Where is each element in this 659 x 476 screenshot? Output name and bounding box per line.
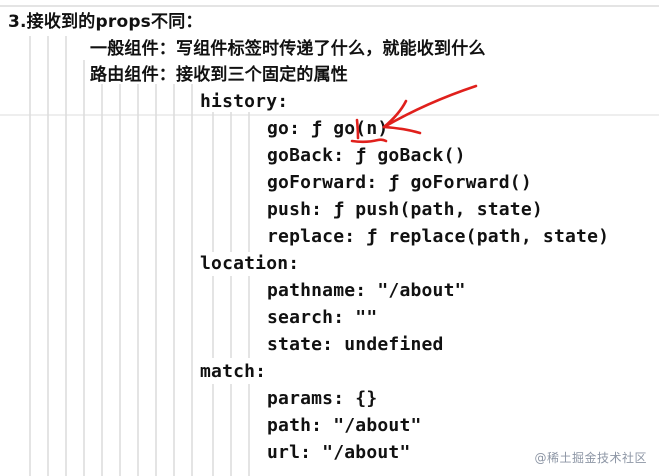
text-line-normal-component: 一般组件：写组件标签时传递了什么，就能收到什么	[90, 39, 486, 59]
location-pathname: pathname: "/about"	[267, 280, 466, 301]
text-line-route-component: 路由组件：接收到三个固定的属性	[90, 65, 348, 85]
location-key: location:	[200, 253, 300, 274]
location-search: search: ""	[267, 307, 378, 328]
cropped-top-text: ▪ ▪ ▪ ▪ ▪ ▪ ▪▪ ▪	[120, 0, 326, 4]
location-state: state: undefined	[267, 334, 444, 355]
history-goForward: goForward: ƒ goForward()	[267, 172, 532, 193]
match-key: match:	[200, 361, 267, 382]
match-path: path: "/about"	[267, 415, 422, 436]
history-goBack: goBack: ƒ goBack()	[267, 145, 466, 166]
history-push: push: ƒ push(path, state)	[267, 199, 543, 220]
watermark: @稀土掘金技术社区	[534, 451, 647, 465]
history-go: go: ƒ go(n)	[267, 118, 389, 139]
history-key: history:	[200, 91, 289, 112]
section-heading: 3.接收到的props不同：	[8, 12, 203, 32]
match-params: params: {}	[267, 388, 378, 409]
match-url: url: "/about"	[267, 442, 411, 463]
history-replace: replace: ƒ replace(path, state)	[267, 226, 610, 247]
